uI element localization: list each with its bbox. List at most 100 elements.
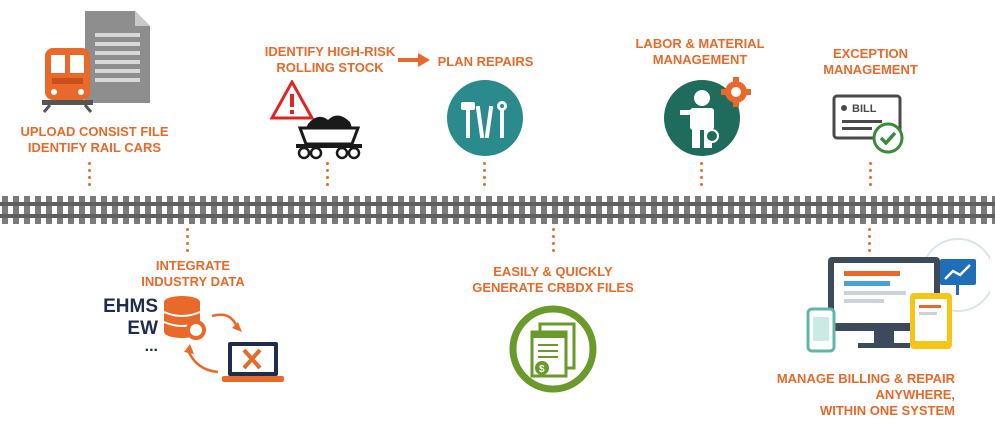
track-tie [453, 196, 459, 224]
connector-dots [186, 228, 190, 256]
source-ehms: EHMS [103, 296, 158, 317]
source-more: ... [144, 338, 158, 355]
track-tie [200, 196, 206, 224]
track-tie [13, 196, 19, 224]
connector-dots [552, 228, 556, 256]
track-tie [926, 196, 932, 224]
track-tie [585, 196, 591, 224]
track-tie [145, 196, 151, 224]
connector-dots [869, 162, 873, 190]
connector-dots [700, 162, 704, 190]
track-tie [68, 196, 74, 224]
track-tie [618, 196, 624, 224]
track-tie [332, 196, 338, 224]
track-tie [563, 196, 569, 224]
labor-material-label: LABOR & MATERIAL MANAGEMENT [635, 36, 765, 67]
connector-dots [483, 162, 487, 190]
track-tie [178, 196, 184, 224]
worker-gear-icon [664, 76, 754, 158]
track-tie [189, 196, 195, 224]
track-tie [79, 196, 85, 224]
track-tie [673, 196, 679, 224]
connector-dots [326, 162, 330, 190]
track-tie [420, 196, 426, 224]
upload-consist-label: UPLOAD CONSIST FILE IDENTIFY RAIL CARS [20, 124, 169, 155]
track-tie [123, 196, 129, 224]
track-tie [706, 196, 712, 224]
track-tie [244, 196, 250, 224]
track-tie [46, 196, 52, 224]
track-tie [266, 196, 272, 224]
track-tie [508, 196, 514, 224]
track-tie [552, 196, 558, 224]
track-tie [871, 196, 877, 224]
track-tie [915, 196, 921, 224]
track-tie [882, 196, 888, 224]
track-tie [431, 196, 437, 224]
svg-text:$: $ [539, 364, 545, 375]
track-tie [640, 196, 646, 224]
track-tie [497, 196, 503, 224]
track-tie [937, 196, 943, 224]
track-tie [57, 196, 63, 224]
track-tie [387, 196, 393, 224]
track-tie [981, 196, 987, 224]
connector-dots [868, 228, 872, 256]
track-tie [728, 196, 734, 224]
tools-icon [447, 80, 523, 156]
track-tie [288, 196, 294, 224]
track-tie [90, 196, 96, 224]
track-tie [156, 196, 162, 224]
track-tie [222, 196, 228, 224]
track-tie [464, 196, 470, 224]
track-tie [783, 196, 789, 224]
track-tie [739, 196, 745, 224]
track-tie [970, 196, 976, 224]
generate-crbdx-label: EASILY & QUICKLY GENERATE CRBDX FILES [472, 264, 634, 295]
track-tie [2, 196, 8, 224]
track-tie [629, 196, 635, 224]
dollar-documents-icon: $ [508, 304, 598, 394]
track-tie [662, 196, 668, 224]
track-tie [992, 196, 995, 224]
database-laptop-sync-icon [160, 292, 285, 392]
track-tie [398, 196, 404, 224]
track-tie [651, 196, 657, 224]
arrow-right-icon [398, 53, 430, 67]
track-tie [761, 196, 767, 224]
connector-dots [88, 162, 92, 190]
track-tie [860, 196, 866, 224]
track-tie [596, 196, 602, 224]
track-tie [750, 196, 756, 224]
track-tie [101, 196, 107, 224]
track-tie [838, 196, 844, 224]
track-tie [376, 196, 382, 224]
track-tie [959, 196, 965, 224]
track-tie [684, 196, 690, 224]
track-tie [794, 196, 800, 224]
track-tie [816, 196, 822, 224]
track-tie [948, 196, 954, 224]
track-tie [112, 196, 118, 224]
track-tie [442, 196, 448, 224]
train-document-icon [40, 8, 160, 113]
data-sources-list: EHMS EW ... [96, 296, 158, 355]
identify-high-risk-label: IDENTIFY HIGH-RISK ROLLING STOCK [264, 44, 396, 75]
track-tie [607, 196, 613, 224]
track-tie [321, 196, 327, 224]
track-tie [695, 196, 701, 224]
track-tie [805, 196, 811, 224]
track-tie [343, 196, 349, 224]
multi-device-chart-icon [800, 235, 995, 360]
track-tie [211, 196, 217, 224]
track-tie [233, 196, 239, 224]
source-ew: EW [127, 318, 158, 339]
track-tie [134, 196, 140, 224]
track-tie [35, 196, 41, 224]
track-tie [849, 196, 855, 224]
warning-coal-car-icon [269, 78, 362, 160]
track-tie [365, 196, 371, 224]
integrate-data-label: INTEGRATE INDUSTRY DATA [141, 258, 245, 289]
bill-label: BILL [852, 103, 877, 115]
track-tie [530, 196, 536, 224]
